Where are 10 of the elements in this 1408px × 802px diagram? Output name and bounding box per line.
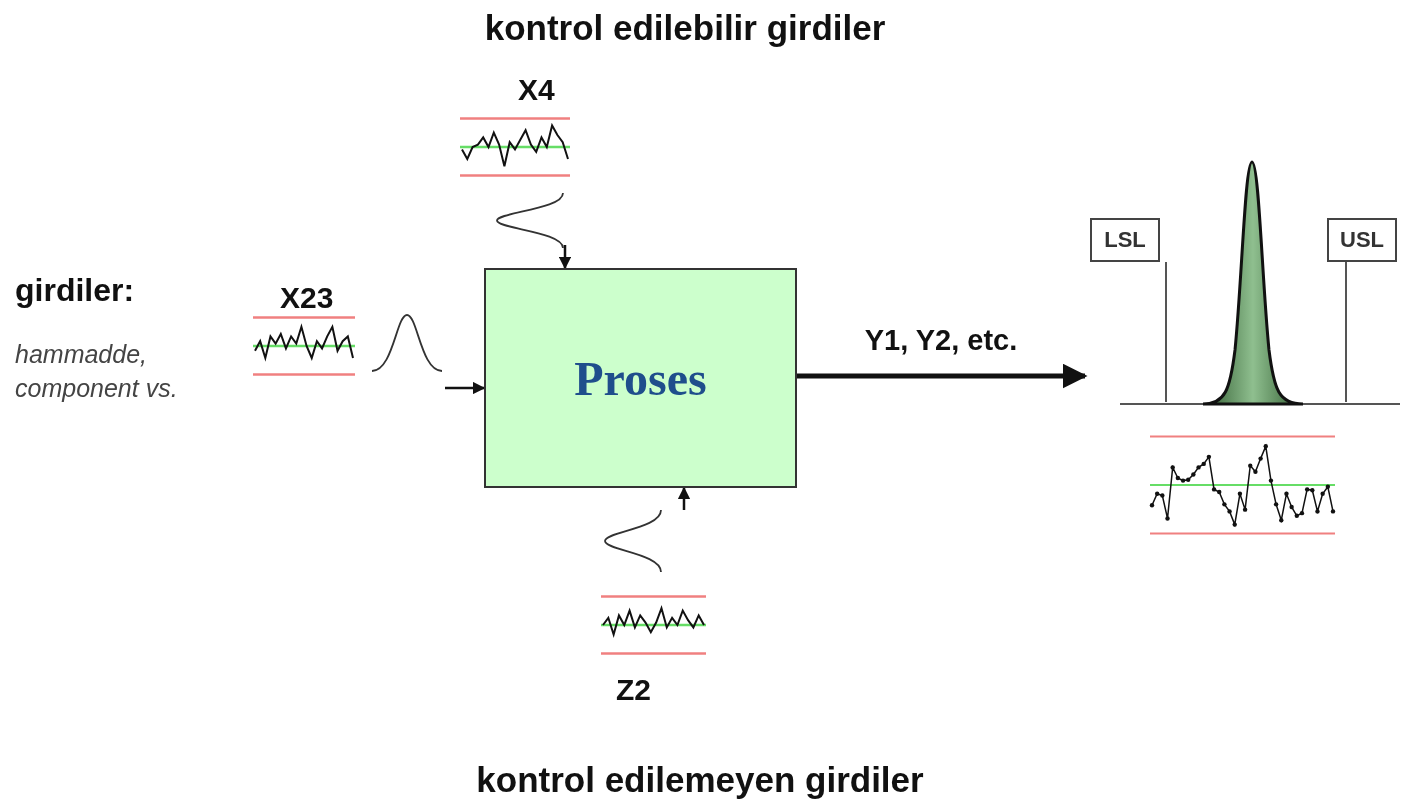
input-variable-label: Z2 <box>616 675 651 705</box>
note-text: hammadde, component vs. <box>15 339 179 404</box>
input-variable-label: X23 <box>280 283 334 313</box>
spec-limit-box: USL <box>1327 218 1397 262</box>
spec-limit-box: LSL <box>1090 218 1160 262</box>
input-variable-label: X4 <box>518 75 555 105</box>
group-heading: kontrol edilemeyen girdiler <box>476 760 924 800</box>
process-box: Proses <box>484 268 797 488</box>
group-heading: kontrol edilebilir girdiler <box>484 8 886 48</box>
group-heading: girdiler: <box>15 272 135 309</box>
